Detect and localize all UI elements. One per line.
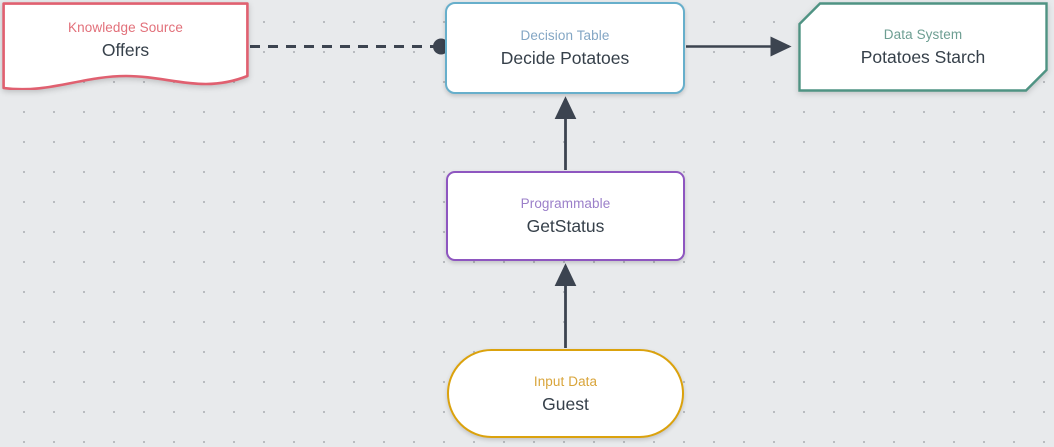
- node-programmable[interactable]: Programmable GetStatus: [446, 171, 685, 261]
- node-name-label: Decide Potatoes: [500, 48, 630, 68]
- node-decision-table[interactable]: Decision Table Decide Potatoes: [445, 2, 685, 94]
- knowledge-source-labels: Knowledge Source Offers: [68, 19, 183, 61]
- node-knowledge-source[interactable]: Knowledge Source Offers: [2, 2, 249, 90]
- node-type-label: Input Data: [533, 373, 598, 389]
- node-name-label: Offers: [101, 40, 150, 60]
- node-type-label: Knowledge Source: [68, 20, 183, 35]
- data-system-labels: Data System Potatoes Starch: [861, 26, 986, 68]
- data-system-shape: [798, 2, 1048, 92]
- knowledge-source-shape: [2, 2, 249, 90]
- node-name-label: GetStatus: [526, 216, 605, 236]
- node-input-data[interactable]: Input Data Guest: [447, 349, 684, 438]
- edge-offers-to-decide-potatoes[interactable]: [250, 38, 449, 55]
- node-name-label: Guest: [542, 393, 589, 414]
- node-type-label: Programmable: [520, 196, 611, 211]
- node-type-label: Data System: [883, 27, 963, 42]
- node-type-label: Decision Table: [520, 28, 610, 43]
- node-name-label: Potatoes Starch: [860, 47, 986, 67]
- node-data-system[interactable]: Data System Potatoes Starch: [798, 2, 1048, 92]
